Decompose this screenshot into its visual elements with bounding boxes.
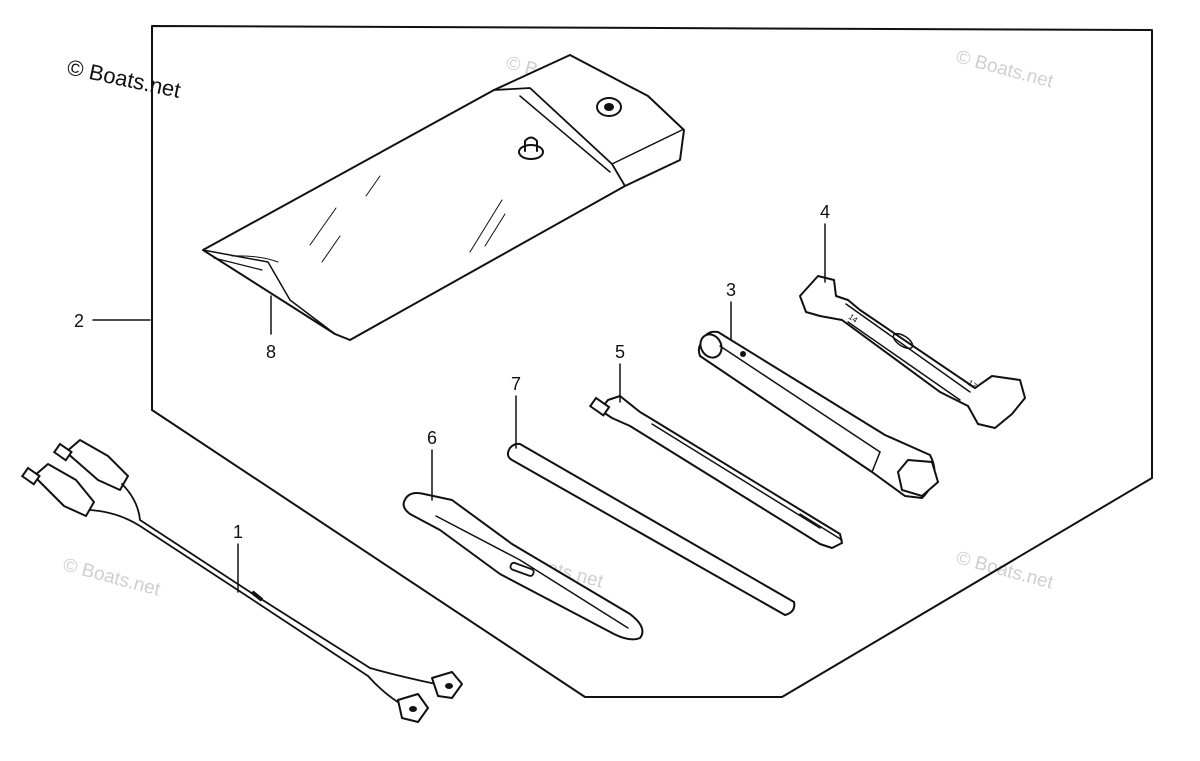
tool-bag	[202, 54, 685, 341]
callout-7: 7	[511, 374, 521, 394]
screwdriver	[588, 395, 843, 549]
watermark-top-right: © Boats.net	[954, 47, 1056, 93]
callout-1: 1	[233, 522, 243, 542]
callout-3: 3	[726, 280, 736, 300]
flat-blade-tool	[402, 492, 644, 641]
cable-harness	[20, 439, 463, 723]
open-end-wrench: 14 17	[799, 275, 1026, 429]
kit-boundary-outline	[151, 25, 1153, 698]
copyright-label: © Boats.net	[65, 54, 183, 102]
callout-6: 6	[427, 428, 437, 448]
callout-8: 8	[266, 342, 276, 362]
callout-5: 5	[615, 342, 625, 362]
callout-2: 2	[74, 311, 84, 331]
spark-plug-box-wrench	[697, 330, 940, 499]
handle-rod	[506, 442, 796, 616]
callout-4: 4	[820, 202, 830, 222]
watermark-bottom-left: © Boats.net	[61, 555, 163, 601]
